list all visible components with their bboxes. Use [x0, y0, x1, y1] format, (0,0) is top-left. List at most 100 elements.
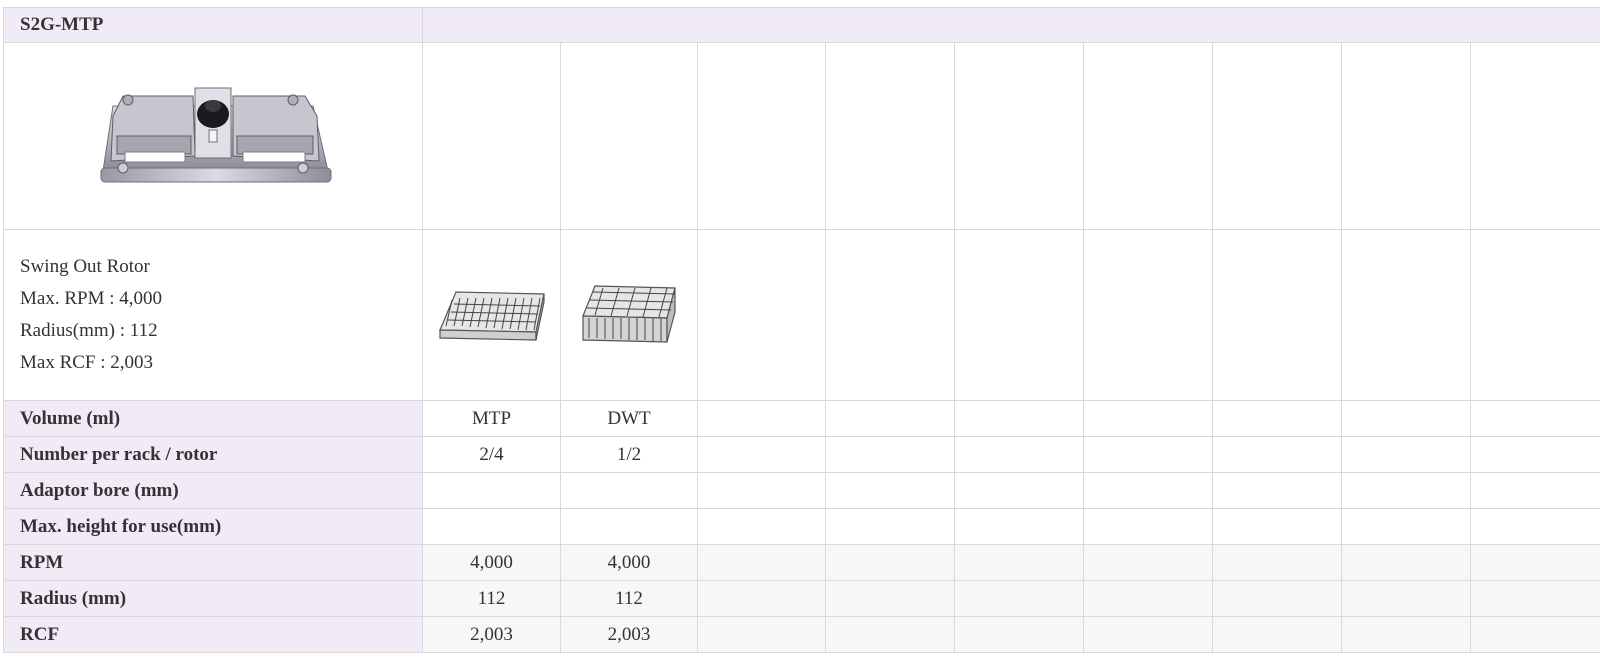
empty-cell: [697, 436, 826, 473]
product-title: S2G-MTP: [3, 7, 423, 43]
empty-cell: [1469, 436, 1600, 473]
table-row-radius: Radius (mm) 112 112: [3, 580, 1600, 617]
empty-cell: [697, 229, 826, 401]
empty-cell: [1212, 580, 1342, 617]
table-cell: [422, 472, 561, 509]
rotor-spec-table: S2G-MTP: [3, 7, 1600, 653]
empty-cell: [825, 400, 955, 437]
empty-cell: [1341, 580, 1471, 617]
table-cell: 112: [422, 580, 561, 617]
empty-cell: [1212, 544, 1342, 581]
empty-cell: [697, 508, 826, 545]
empty-cell: [1341, 508, 1471, 545]
empty-cell: [697, 616, 826, 653]
table-cell: DWT: [560, 400, 698, 437]
table-cell: 2/4: [422, 436, 561, 473]
empty-cell: [825, 436, 955, 473]
empty-cell: [954, 229, 1084, 401]
empty-cell: [825, 229, 955, 401]
table-cell: 4,000: [560, 544, 698, 581]
empty-cell: [1469, 616, 1600, 653]
empty-cell: [1083, 42, 1213, 230]
max-rcf-text: Max RCF : 2,003: [20, 352, 154, 373]
empty-cell: [1469, 544, 1600, 581]
table-cell: 112: [560, 580, 698, 617]
row-label: Volume (ml): [3, 400, 423, 437]
empty-cell: [697, 400, 826, 437]
empty-cell: [1341, 544, 1471, 581]
empty-cell: [1083, 229, 1213, 401]
empty-cell: [954, 472, 1084, 509]
row-label: Number per rack / rotor: [3, 436, 423, 473]
empty-cell: [1469, 42, 1600, 230]
table-row-volume: Volume (ml) MTP DWT: [3, 400, 1600, 437]
empty-cell: [1469, 400, 1600, 437]
table-cell: 1/2: [560, 436, 698, 473]
row-label: Max. height for use(mm): [3, 508, 423, 545]
empty-cell: [422, 42, 561, 230]
row-label: Adaptor bore (mm): [3, 472, 423, 509]
empty-cell: [954, 544, 1084, 581]
rotor-image: [100, 87, 332, 183]
empty-cell: [825, 508, 955, 545]
dwt-plate-image: [582, 285, 676, 343]
empty-cell: [1212, 229, 1342, 401]
empty-cell: [825, 544, 955, 581]
table-row-number-per-rack: Number per rack / rotor 2/4 1/2: [3, 436, 1600, 473]
rotor-description: Swing Out Rotor Max. RPM : 4,000 Radius(…: [3, 229, 423, 401]
table-cell: [422, 508, 561, 545]
empty-cell: [697, 42, 826, 230]
empty-cell: [1341, 472, 1471, 509]
table-cell: [560, 472, 698, 509]
empty-cell: [954, 508, 1084, 545]
table-cell: 2,003: [422, 616, 561, 653]
table-cell: MTP: [422, 400, 561, 437]
empty-cell: [1341, 616, 1471, 653]
empty-cell: [1341, 229, 1471, 401]
empty-cell: [1469, 508, 1600, 545]
empty-cell: [1083, 436, 1213, 473]
empty-cell: [1469, 472, 1600, 509]
empty-cell: [954, 42, 1084, 230]
empty-cell: [1083, 544, 1213, 581]
empty-cell: [560, 42, 698, 230]
empty-cell: [954, 616, 1084, 653]
max-rpm-text: Max. RPM : 4,000: [20, 288, 162, 309]
empty-cell: [1083, 616, 1213, 653]
empty-cell: [954, 436, 1084, 473]
description-row: Swing Out Rotor Max. RPM : 4,000 Radius(…: [3, 229, 1600, 401]
row-label: Radius (mm): [3, 580, 423, 617]
empty-cell: [1212, 616, 1342, 653]
spec-table-container: S2G-MTP: [3, 7, 1600, 653]
empty-cell: [825, 580, 955, 617]
table-row-rcf: RCF 2,003 2,003: [3, 616, 1600, 653]
table-cell: 2,003: [560, 616, 698, 653]
dwt-image-cell: [560, 229, 698, 401]
table-cell: [560, 508, 698, 545]
empty-cell: [1341, 436, 1471, 473]
empty-cell: [1083, 400, 1213, 437]
empty-cell: [697, 472, 826, 509]
table-row-rpm: RPM 4,000 4,000: [3, 544, 1600, 581]
table-row-adaptor-bore: Adaptor bore (mm): [3, 472, 1600, 509]
radius-text: Radius(mm) : 112: [20, 320, 158, 341]
empty-cell: [1469, 229, 1600, 401]
empty-cell: [825, 616, 955, 653]
empty-cell: [697, 580, 826, 617]
empty-cell: [1083, 580, 1213, 617]
empty-cell: [954, 400, 1084, 437]
rotor-image-cell: [3, 42, 423, 230]
row-label: RPM: [3, 544, 423, 581]
empty-cell: [1341, 400, 1471, 437]
title-row-fill: [421, 7, 1600, 43]
image-row: [3, 42, 1600, 230]
empty-cell: [954, 580, 1084, 617]
empty-cell: [1212, 508, 1342, 545]
empty-cell: [697, 544, 826, 581]
empty-cell: [825, 42, 955, 230]
empty-cell: [825, 472, 955, 509]
empty-cell: [1212, 400, 1342, 437]
empty-cell: [1083, 472, 1213, 509]
rotor-type-text: Swing Out Rotor: [20, 256, 150, 277]
empty-cell: [1212, 472, 1342, 509]
